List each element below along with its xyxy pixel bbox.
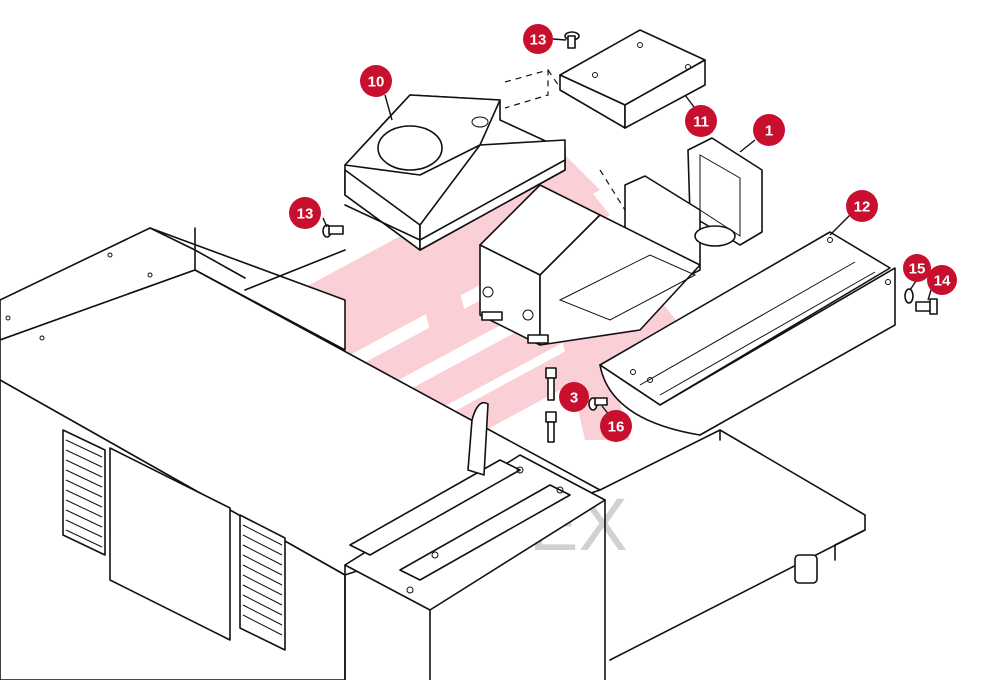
callout-13-top: 13 [523,24,553,54]
svg-text:14: 14 [934,273,951,290]
callout-16: 16 [600,410,632,442]
louver-grill-right [239,514,286,651]
part-top-plate [559,29,706,129]
callout-10: 10 [360,65,392,97]
callout-13-left: 13 [289,197,321,229]
part-long-tray [599,231,896,436]
socket-screw-3-lower [545,411,557,443]
part-cover-hood [344,94,566,251]
bolt-14 [915,298,938,315]
socket-screw-3-upper [545,367,557,401]
svg-text:3: 3 [570,390,578,407]
screw-13-left [322,224,344,238]
callout-1: 1 [753,114,785,146]
lever-handle [467,401,489,476]
svg-text:16: 16 [608,419,625,436]
callout-3: 3 [559,382,589,412]
svg-text:10: 10 [368,74,385,91]
svg-text:15: 15 [909,261,926,278]
access-panel [109,447,231,641]
washer-15 [904,288,914,304]
callout-11: 11 [685,105,717,137]
svg-text:13: 13 [297,206,314,223]
svg-text:11: 11 [693,114,709,131]
svg-text:1: 1 [765,123,773,140]
screw-16 [588,397,608,411]
louver-grill-left [62,429,106,556]
machine-table [244,249,866,661]
screw-13-top [564,31,580,49]
slide-rail-assembly [344,401,606,680]
part-sensor-chassis [479,184,701,346]
callout-15: 15 [903,254,931,282]
svg-text:13: 13 [530,32,547,49]
callout-12: 12 [846,190,878,222]
svg-text:12: 12 [854,199,871,216]
callout-14: 14 [927,265,957,295]
